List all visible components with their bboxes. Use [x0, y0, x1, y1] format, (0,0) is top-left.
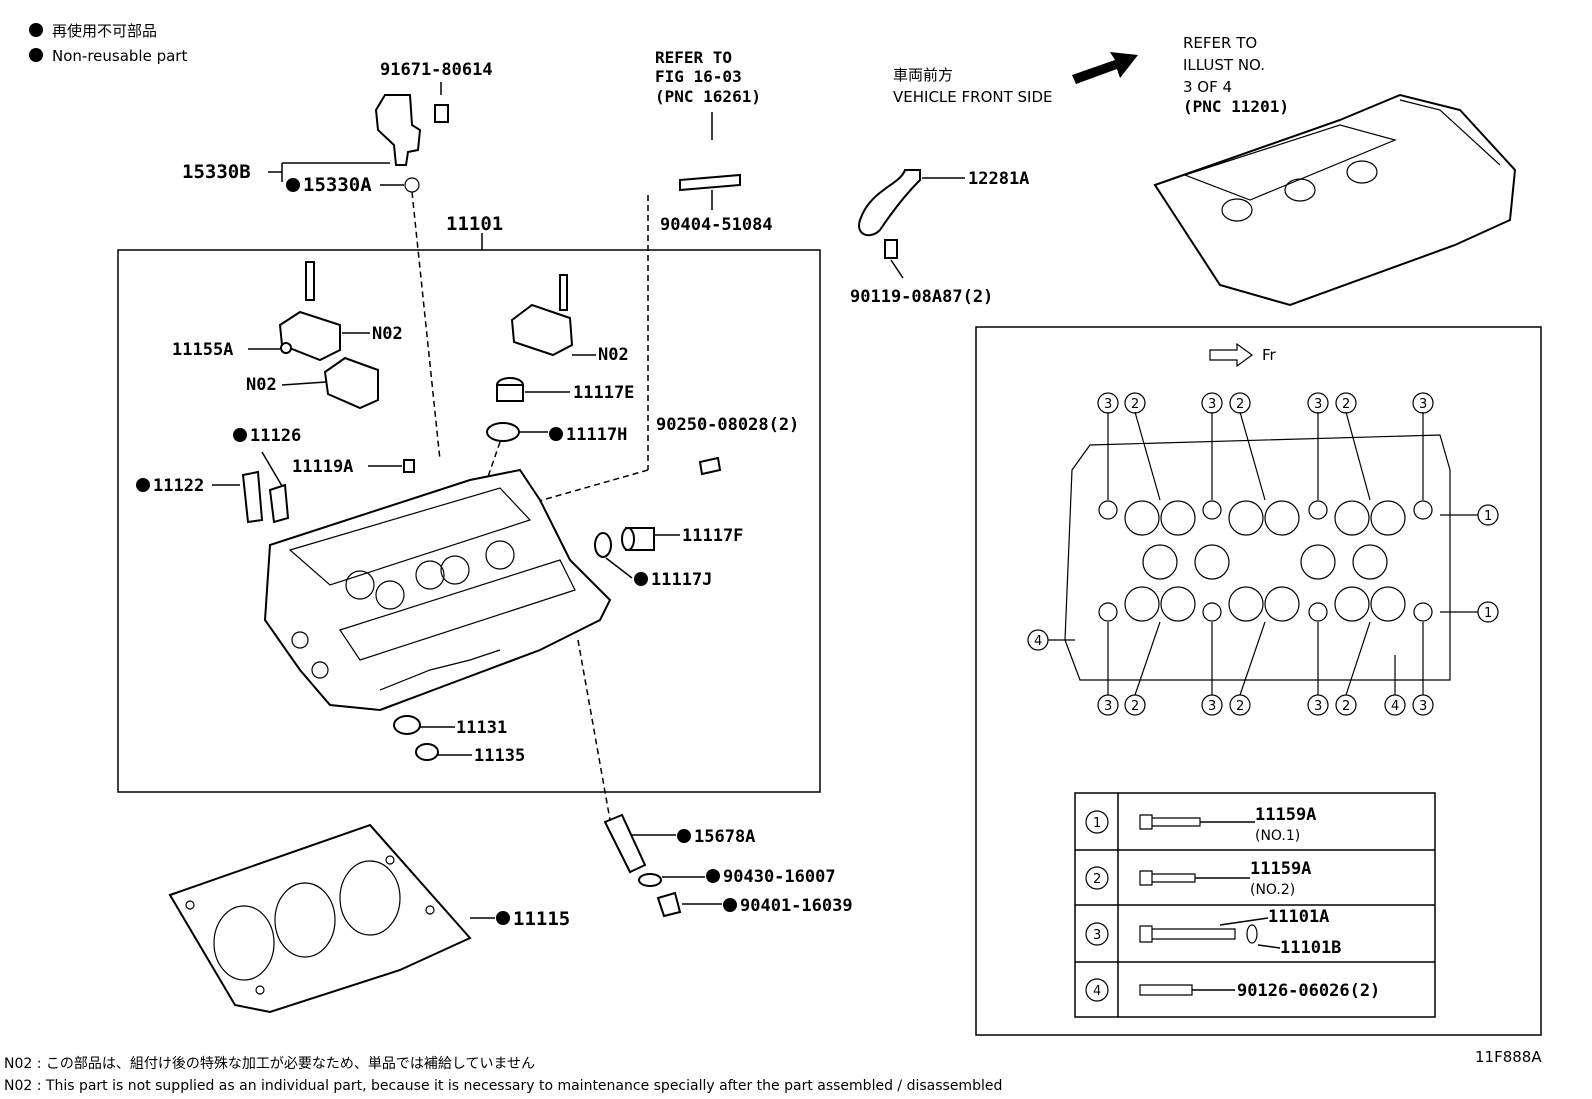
refer-fig-line1: REFER TO [655, 48, 732, 67]
plug-11135 [415, 743, 439, 761]
part-11119A: 11119A [292, 457, 353, 477]
fr-label: Fr [1262, 346, 1277, 364]
cylinder-head-cover [1153, 93, 1517, 307]
seal-11117J [594, 532, 612, 558]
vehicle-front-jp: 車両前方 [893, 66, 953, 84]
label-n02-c: N02 [598, 345, 629, 365]
part-11131: 11131 [456, 718, 507, 738]
svg-text:3: 3 [1104, 397, 1112, 412]
legend-bullet-icon [29, 48, 43, 62]
legend-en: Non-reusable part [52, 47, 187, 65]
part-91671: 91671-80614 [380, 60, 493, 80]
front-arrow-icon [1072, 52, 1138, 84]
bolt-row-3-num: 3 [1093, 928, 1101, 943]
bolt-order-panel [975, 326, 1542, 1036]
refer-illust-line3: 3 OF 4 [1183, 78, 1232, 96]
bolt-row-4-num: 4 [1093, 984, 1101, 999]
plug-11117E [496, 377, 524, 402]
fr-arrow-icon [1209, 342, 1254, 368]
head-bolt-pattern: 3 2 3 2 3 2 3 3 2 3 2 3 2 4 3 1 1 4 [1027, 392, 1499, 716]
refer-illust-line1: REFER TO [1183, 34, 1257, 52]
svg-text:3: 3 [1419, 699, 1427, 714]
legend-jp: 再使用不可部品 [52, 22, 157, 40]
part-11135: 11135 [474, 746, 525, 766]
legend-bullet-icon [29, 23, 43, 37]
figure-id: 11F888A [1475, 1048, 1542, 1066]
bolt-row-3-part: 11101A [1268, 907, 1329, 927]
footnote-jp: N02 : この部品は、組付け後の特殊な加工が必要なため、単品では補給していませ… [4, 1056, 535, 1072]
part-12281A: 12281A [968, 169, 1029, 189]
part-11117E: 11117E [573, 383, 634, 403]
part-11122: 11122 [153, 476, 204, 496]
bolt-row-1-sub: (NO.1) [1255, 828, 1300, 844]
svg-text:3: 3 [1208, 397, 1216, 412]
svg-text:2: 2 [1131, 397, 1139, 412]
label-n02-a: N02 [372, 324, 403, 344]
svg-text:2: 2 [1342, 397, 1350, 412]
part-11126: 11126 [250, 426, 301, 446]
footnote-en: N02 : This part is not supplied as an in… [4, 1078, 1002, 1094]
head-gasket [168, 823, 472, 1014]
svg-text:4: 4 [1391, 699, 1399, 714]
part-90250: 90250-08028(2) [656, 415, 799, 435]
assembly-box [117, 249, 821, 793]
bolt-row-4-part: 90126-06026(2) [1237, 981, 1380, 1001]
part-90119: 90119-08A87(2) [850, 287, 993, 307]
svg-text:3: 3 [1208, 699, 1216, 714]
part-90401: 90401-16039 [740, 896, 853, 916]
refer-fig-line3: (PNC 16261) [655, 87, 761, 106]
svg-text:3: 3 [1314, 699, 1322, 714]
svg-text:4: 4 [1034, 634, 1042, 649]
bolt-row-2-part: 11159A [1250, 859, 1311, 879]
bolt-table: 1 11159A (NO.1) 2 11159A (NO.2) 3 11101A… [1074, 792, 1436, 1018]
refer-illust-line2: ILLUST NO. [1183, 56, 1265, 74]
refer-fig-line2: FIG 16-03 [655, 67, 742, 86]
bearing-cap-right [510, 274, 574, 357]
part-90430: 90430-16007 [723, 867, 836, 887]
part-11117J: 11117J [651, 570, 712, 590]
svg-text:2: 2 [1131, 699, 1139, 714]
seal-11117H [486, 422, 520, 442]
svg-text:2: 2 [1236, 397, 1244, 412]
bolt-row-1-part: 11159A [1255, 805, 1316, 825]
svg-text:2: 2 [1342, 699, 1350, 714]
legend: 再使用不可部品 Non-reusable part [29, 22, 187, 65]
part-11115: 11115 [513, 908, 570, 930]
svg-text:1: 1 [1484, 606, 1492, 621]
plug-11117F [621, 527, 655, 551]
part-11155A: 11155A [172, 340, 233, 360]
svg-text:1: 1 [1484, 509, 1492, 524]
part-15330A: 15330A [303, 174, 372, 196]
plug-11131 [393, 715, 421, 735]
bolt-row-1-num: 1 [1093, 816, 1101, 831]
bolt-row-2-num: 2 [1093, 872, 1101, 887]
part-11101: 11101 [446, 213, 503, 235]
part-15678A: 15678A [694, 827, 755, 847]
bolt-row-3-part2: 11101B [1280, 938, 1341, 958]
svg-text:3: 3 [1104, 699, 1112, 714]
part-90404: 90404-51084 [660, 215, 773, 235]
bolt-row-2-sub: (NO.2) [1250, 882, 1295, 898]
refer-illust-line4: (PNC 11201) [1183, 97, 1289, 116]
bearing-caps-left [278, 261, 379, 410]
vehicle-front-en: VEHICLE FRONT SIDE [893, 88, 1053, 106]
svg-text:3: 3 [1419, 397, 1427, 412]
svg-text:2: 2 [1236, 699, 1244, 714]
part-11117H: 11117H [566, 425, 627, 445]
label-n02-b: N02 [246, 375, 277, 395]
sensor-assembly [374, 82, 449, 461]
cylinder-head [263, 468, 612, 712]
svg-text:3: 3 [1314, 397, 1322, 412]
part-11117F: 11117F [682, 526, 743, 546]
valve-15678A [603, 813, 647, 874]
part-15330B: 15330B [182, 161, 251, 183]
